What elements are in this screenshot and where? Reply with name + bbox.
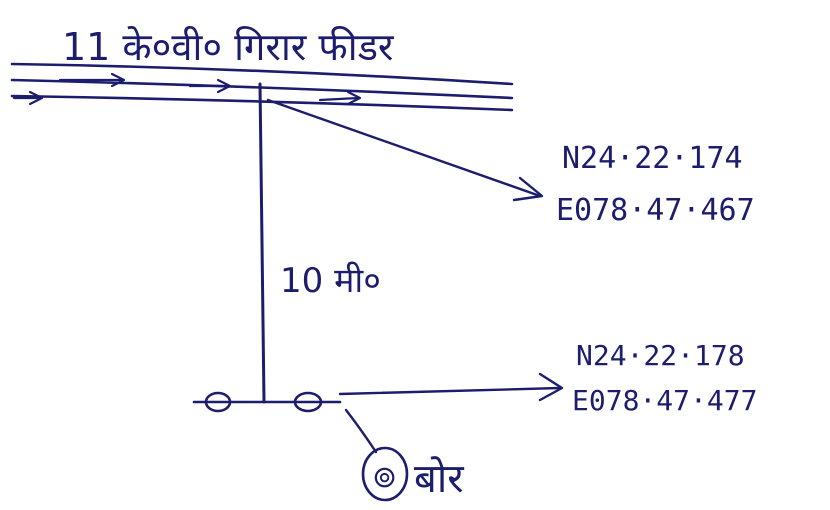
bore-symbol-icon: ⊚ <box>372 460 397 495</box>
pole-line <box>258 82 266 404</box>
feeder-label: 11 के०वी० गिरार फीडर <box>62 25 395 69</box>
node-right-icon <box>293 391 323 413</box>
arrow-line <box>266 98 542 198</box>
bottom-latitude: N24·22·178 <box>576 339 745 372</box>
bore-label: बोर <box>414 456 464 502</box>
arrow-line <box>338 386 562 396</box>
span-label: 10 मी० <box>280 261 381 301</box>
bore-outer-ring-icon <box>361 446 409 502</box>
top-coordinates: N24·22·174 E078·47·467 <box>556 141 755 228</box>
bottom-longitude: E078·47·477 <box>572 384 757 417</box>
arrow-head <box>512 176 544 202</box>
service-line <box>192 391 342 413</box>
feeder-line-3 <box>10 94 514 112</box>
top-longitude: E078·47·467 <box>556 193 755 228</box>
arrow-to-bottom-coords <box>338 372 564 402</box>
flow-arrow-1 <box>58 72 126 88</box>
flow-arrow-4 <box>318 90 362 106</box>
arrow-head <box>538 372 564 402</box>
feeder-line-2 <box>10 78 514 100</box>
node-left-icon <box>204 391 232 413</box>
bottom-coordinates: N24·22·178 E078·47·477 <box>572 339 757 417</box>
flow-arrow-3 <box>12 90 44 106</box>
top-latitude: N24·22·174 <box>562 141 743 176</box>
feeder-line-1 <box>10 62 514 86</box>
feeder-lines <box>10 62 514 112</box>
flow-arrows <box>12 72 362 106</box>
arrow-to-top-coords <box>266 98 544 202</box>
bore-well: ⊚ बोर <box>361 446 464 502</box>
bore-connector <box>344 408 378 454</box>
flow-arrow-2 <box>188 78 232 94</box>
